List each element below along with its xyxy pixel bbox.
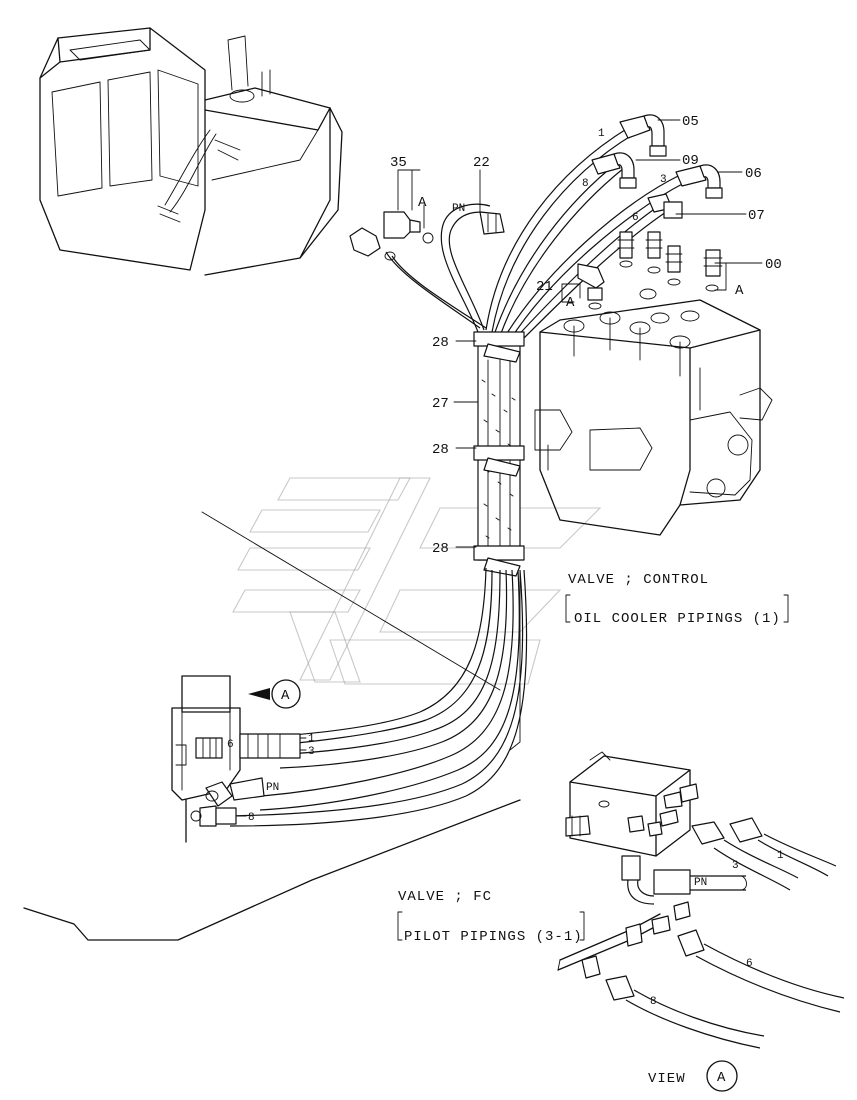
view-arrow-letter: A — [281, 688, 290, 704]
view-label-letter: A — [717, 1070, 726, 1086]
control-valve — [534, 288, 773, 536]
fitting-22 — [479, 211, 505, 235]
reference-note-fc-valve: VALVE ; FC PILOT PIPINGS (3-1) — [397, 889, 585, 945]
view-label-text: VIEW — [648, 1071, 686, 1087]
pilot-pipe-detail — [557, 901, 845, 1049]
view-marker-a: A — [735, 283, 744, 299]
reference-title: VALVE ; CONTROL — [568, 572, 709, 588]
reference-subtitle: OIL COOLER PIPINGS (1) — [574, 611, 781, 627]
fitting-05 — [619, 114, 667, 157]
hose-tag-3: 3 — [660, 174, 667, 186]
hose-tag-1-right: 1 — [777, 850, 784, 862]
fitting-06 — [675, 164, 723, 199]
fitting-07 — [647, 193, 683, 219]
part-number-27: 27 — [432, 396, 449, 412]
hose-bundle — [229, 127, 687, 827]
band-clamp — [473, 545, 525, 577]
hose-tag-pn: PN — [452, 203, 465, 215]
leader-lines — [235, 737, 307, 817]
view-a-callout: A — [248, 679, 301, 709]
hose-tag-6-right: 6 — [746, 958, 753, 970]
hose-tag-1-left: 1 — [308, 733, 315, 745]
part-number-09: 09 — [682, 153, 699, 169]
part-number-28-bottom: 28 — [432, 541, 449, 557]
band-clamp — [473, 331, 525, 363]
leader-lines — [397, 119, 763, 548]
view-marker-a: A — [418, 195, 427, 211]
reference-subtitle: PILOT PIPINGS (3-1) — [404, 929, 583, 945]
hose-tag-8-right: 8 — [650, 996, 657, 1008]
fitting-35 — [383, 211, 434, 244]
hose-tag-1: 1 — [598, 128, 605, 140]
view-a-label: VIEW A — [648, 1060, 738, 1092]
port-connectors — [617, 231, 723, 292]
fitting-elbow — [349, 227, 396, 261]
part-number-22: 22 — [473, 155, 490, 171]
hose-tag-8: 8 — [582, 178, 589, 190]
hose-tag-3-right: 3 — [732, 860, 739, 872]
hose-tag-6: 6 — [632, 212, 639, 224]
part-number-06: 06 — [745, 166, 762, 182]
fc-valve-block — [565, 751, 837, 905]
watermark-logo — [232, 477, 602, 685]
part-number-28-middle: 28 — [432, 442, 449, 458]
part-number-28-top: 28 — [432, 335, 449, 351]
part-number-00: 00 — [765, 257, 782, 273]
hose-tag-6-left: 6 — [227, 739, 234, 751]
part-number-07: 07 — [748, 208, 765, 224]
view-marker-a: A — [566, 295, 575, 311]
hose-tag-pn-right: PN — [694, 877, 707, 889]
hose-tag-8-left: 8 — [248, 812, 255, 824]
part-number-05: 05 — [682, 114, 699, 130]
fc-valve-detail — [23, 675, 521, 941]
part-number-21: 21 — [536, 279, 553, 295]
fitting-21 — [577, 263, 605, 310]
reference-title: VALVE ; FC — [398, 889, 492, 905]
guide-line — [201, 511, 501, 691]
excavator-thumbnail — [39, 27, 343, 276]
fitting-09 — [591, 152, 637, 189]
hose-tag-3-left: 3 — [308, 746, 315, 758]
band-clamp — [473, 445, 525, 477]
part-number-35: 35 — [390, 155, 407, 171]
hose-tag-pn-left: PN — [266, 782, 279, 794]
reference-note-control-valve: VALVE ; CONTROL OIL COOLER PIPINGS (1) — [565, 572, 789, 627]
